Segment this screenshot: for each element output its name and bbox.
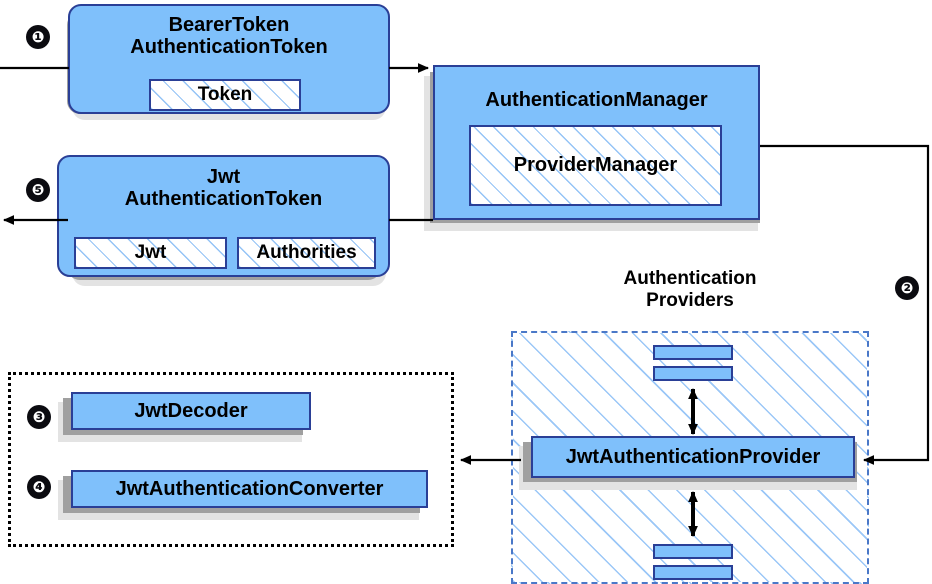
bearer-token-compartment: Token [149, 79, 301, 111]
bearer-token-compartment-label: Token [197, 84, 253, 105]
step-marker-4-label: ❹ [32, 477, 46, 496]
jwt-token-compartment-authorities-label: Authorities [256, 242, 357, 263]
authentication-providers-label-line2: Providers [646, 289, 734, 311]
jwt-authentication-converter-label: JwtAuthenticationConverter [115, 477, 384, 500]
authentication-providers-label: Authentication Providers [563, 268, 817, 312]
bearer-token-title-line2: AuthenticationToken [130, 36, 328, 59]
jwt-token-title: Jwt AuthenticationToken [59, 157, 388, 211]
provider-stack-bar-bottom-2 [653, 565, 733, 580]
step-marker-3: ❸ [27, 405, 51, 429]
authentication-providers-label-line1: Authentication [623, 268, 757, 289]
step-marker-3-label: ❸ [32, 407, 46, 426]
authentication-manager-compartment: ProviderManager [469, 125, 722, 206]
step-marker-2-label: ❷ [900, 278, 914, 297]
jwt-token-compartment-jwt: Jwt [74, 237, 227, 269]
provider-stack-bar-top-1 [653, 345, 733, 360]
authentication-manager-title: AuthenticationManager [485, 89, 708, 111]
jwt-token-title-line2: AuthenticationToken [124, 188, 323, 211]
jwt-token-compartment-jwt-label: Jwt [134, 242, 167, 263]
step-marker-5-label: ❺ [31, 180, 45, 199]
jwt-decoder-label: JwtDecoder [134, 399, 248, 422]
step-marker-5: ❺ [26, 178, 50, 202]
step-marker-2: ❷ [895, 276, 919, 300]
support-components-zone [8, 372, 454, 547]
step-marker-1-label: ❶ [31, 27, 45, 46]
bearer-token-title-line1: BearerToken [168, 14, 290, 36]
authentication-manager-compartment-label: ProviderManager [513, 154, 678, 176]
jwt-decoder-node[interactable]: JwtDecoder [71, 392, 311, 430]
jwt-authentication-converter-node[interactable]: JwtAuthenticationConverter [71, 470, 428, 508]
jwt-authentication-provider-node[interactable]: JwtAuthenticationProvider [531, 436, 855, 478]
step-marker-1: ❶ [26, 25, 50, 49]
bearer-token-title: BearerToken AuthenticationToken [70, 6, 388, 59]
jwt-token-title-line1: Jwt [206, 166, 241, 188]
jwt-authentication-provider-label: JwtAuthenticationProvider [565, 445, 821, 468]
step-marker-4: ❹ [27, 475, 51, 499]
provider-stack-bar-top-2 [653, 366, 733, 381]
provider-stack-bar-bottom-1 [653, 544, 733, 559]
jwt-token-compartment-authorities: Authorities [237, 237, 376, 269]
